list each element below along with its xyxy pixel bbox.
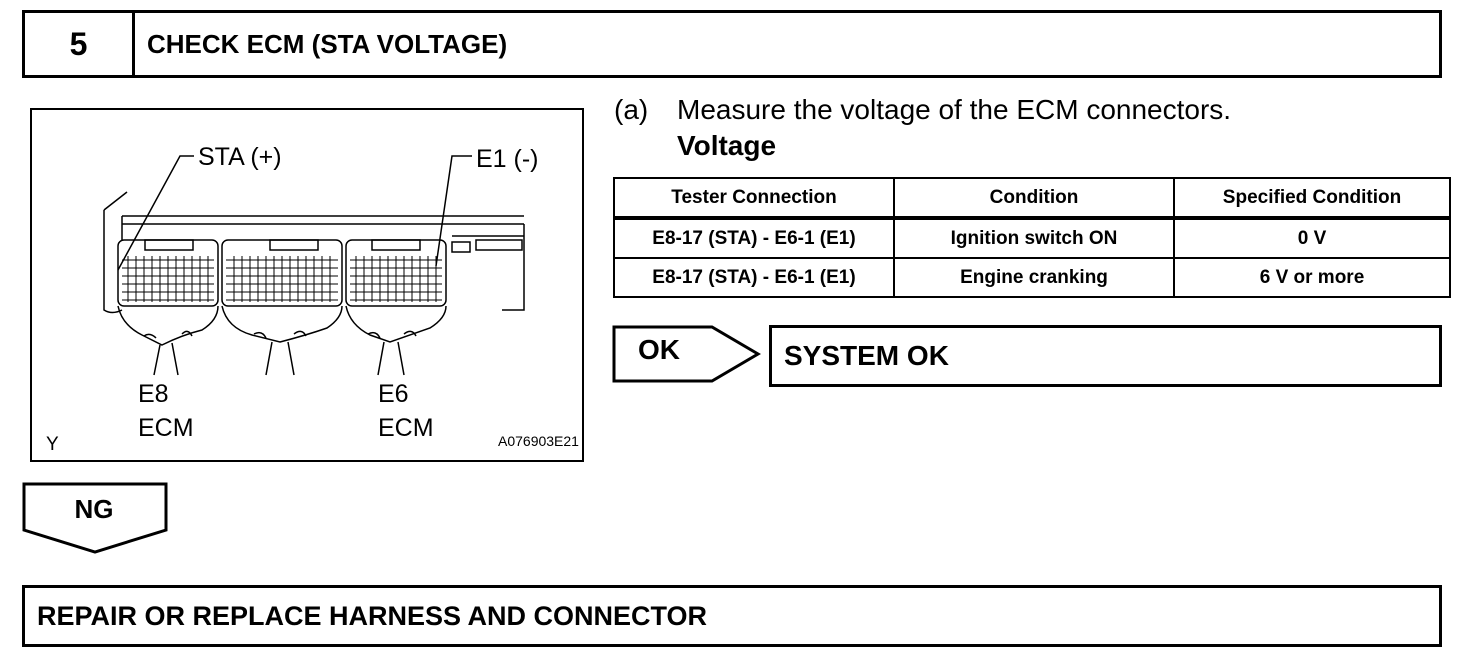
ecm-connector-drawing: STA (+) E1 (-) E8 ECM E6 ECM Y A076903E2… — [46, 143, 579, 455]
cell-tester-connection: E8-17 (STA) - E6-1 (E1) — [613, 257, 895, 298]
connector-e6-name: E6 — [378, 380, 409, 408]
repair-box: REPAIR OR REPLACE HARNESS AND CONNECTOR — [22, 585, 1442, 647]
cell-specified-condition: 6 V or more — [1173, 257, 1451, 298]
ecm-connector-illustration: STA (+) E1 (-) E8 ECM E6 ECM Y A076903E2… — [30, 108, 584, 462]
table-header-row: Tester Connection Condition Specified Co… — [613, 177, 1451, 220]
table-row: E8-17 (STA) - E6-1 (E1) Ignition switch … — [613, 217, 1451, 259]
connector-e8-name: E8 — [138, 380, 169, 408]
cell-specified-condition: 0 V — [1173, 217, 1451, 259]
header-specified-condition: Specified Condition — [1173, 177, 1451, 220]
step-number: 5 — [25, 13, 135, 75]
header-condition: Condition — [893, 177, 1175, 220]
sta-plus-label: STA (+) — [198, 143, 282, 171]
step-title: CHECK ECM (STA VOLTAGE) — [147, 28, 508, 59]
ng-arrow-icon — [22, 482, 168, 554]
instruction-marker: (a) — [614, 94, 649, 125]
cell-condition: Ignition switch ON — [893, 217, 1175, 259]
system-ok-box: SYSTEM OK — [769, 325, 1442, 387]
instruction-text: Measure the voltage of the ECM connector… — [677, 94, 1232, 125]
voltage-spec-table: Tester Connection Condition Specified Co… — [613, 177, 1451, 298]
step-header: 5 CHECK ECM (STA VOLTAGE) — [22, 10, 1442, 78]
system-ok-text: SYSTEM OK — [784, 340, 949, 371]
corner-mark: Y — [46, 434, 59, 455]
cell-condition: Engine cranking — [893, 257, 1175, 298]
ok-label: OK — [638, 334, 680, 365]
ng-label: NG — [74, 494, 114, 524]
instruction-subtitle: Voltage — [677, 130, 777, 161]
connector-e8-part: ECM — [138, 414, 194, 442]
connector-e6-part: ECM — [378, 414, 434, 442]
cell-tester-connection: E8-17 (STA) - E6-1 (E1) — [613, 217, 895, 259]
table-row: E8-17 (STA) - E6-1 (E1) Engine cranking … — [613, 257, 1451, 298]
figure-code: A076903E21 — [498, 433, 579, 449]
repair-text: REPAIR OR REPLACE HARNESS AND CONNECTOR — [37, 600, 708, 631]
ok-arrow-icon — [612, 325, 761, 383]
e1-minus-label: E1 (-) — [476, 145, 539, 173]
header-tester-connection: Tester Connection — [613, 177, 895, 220]
